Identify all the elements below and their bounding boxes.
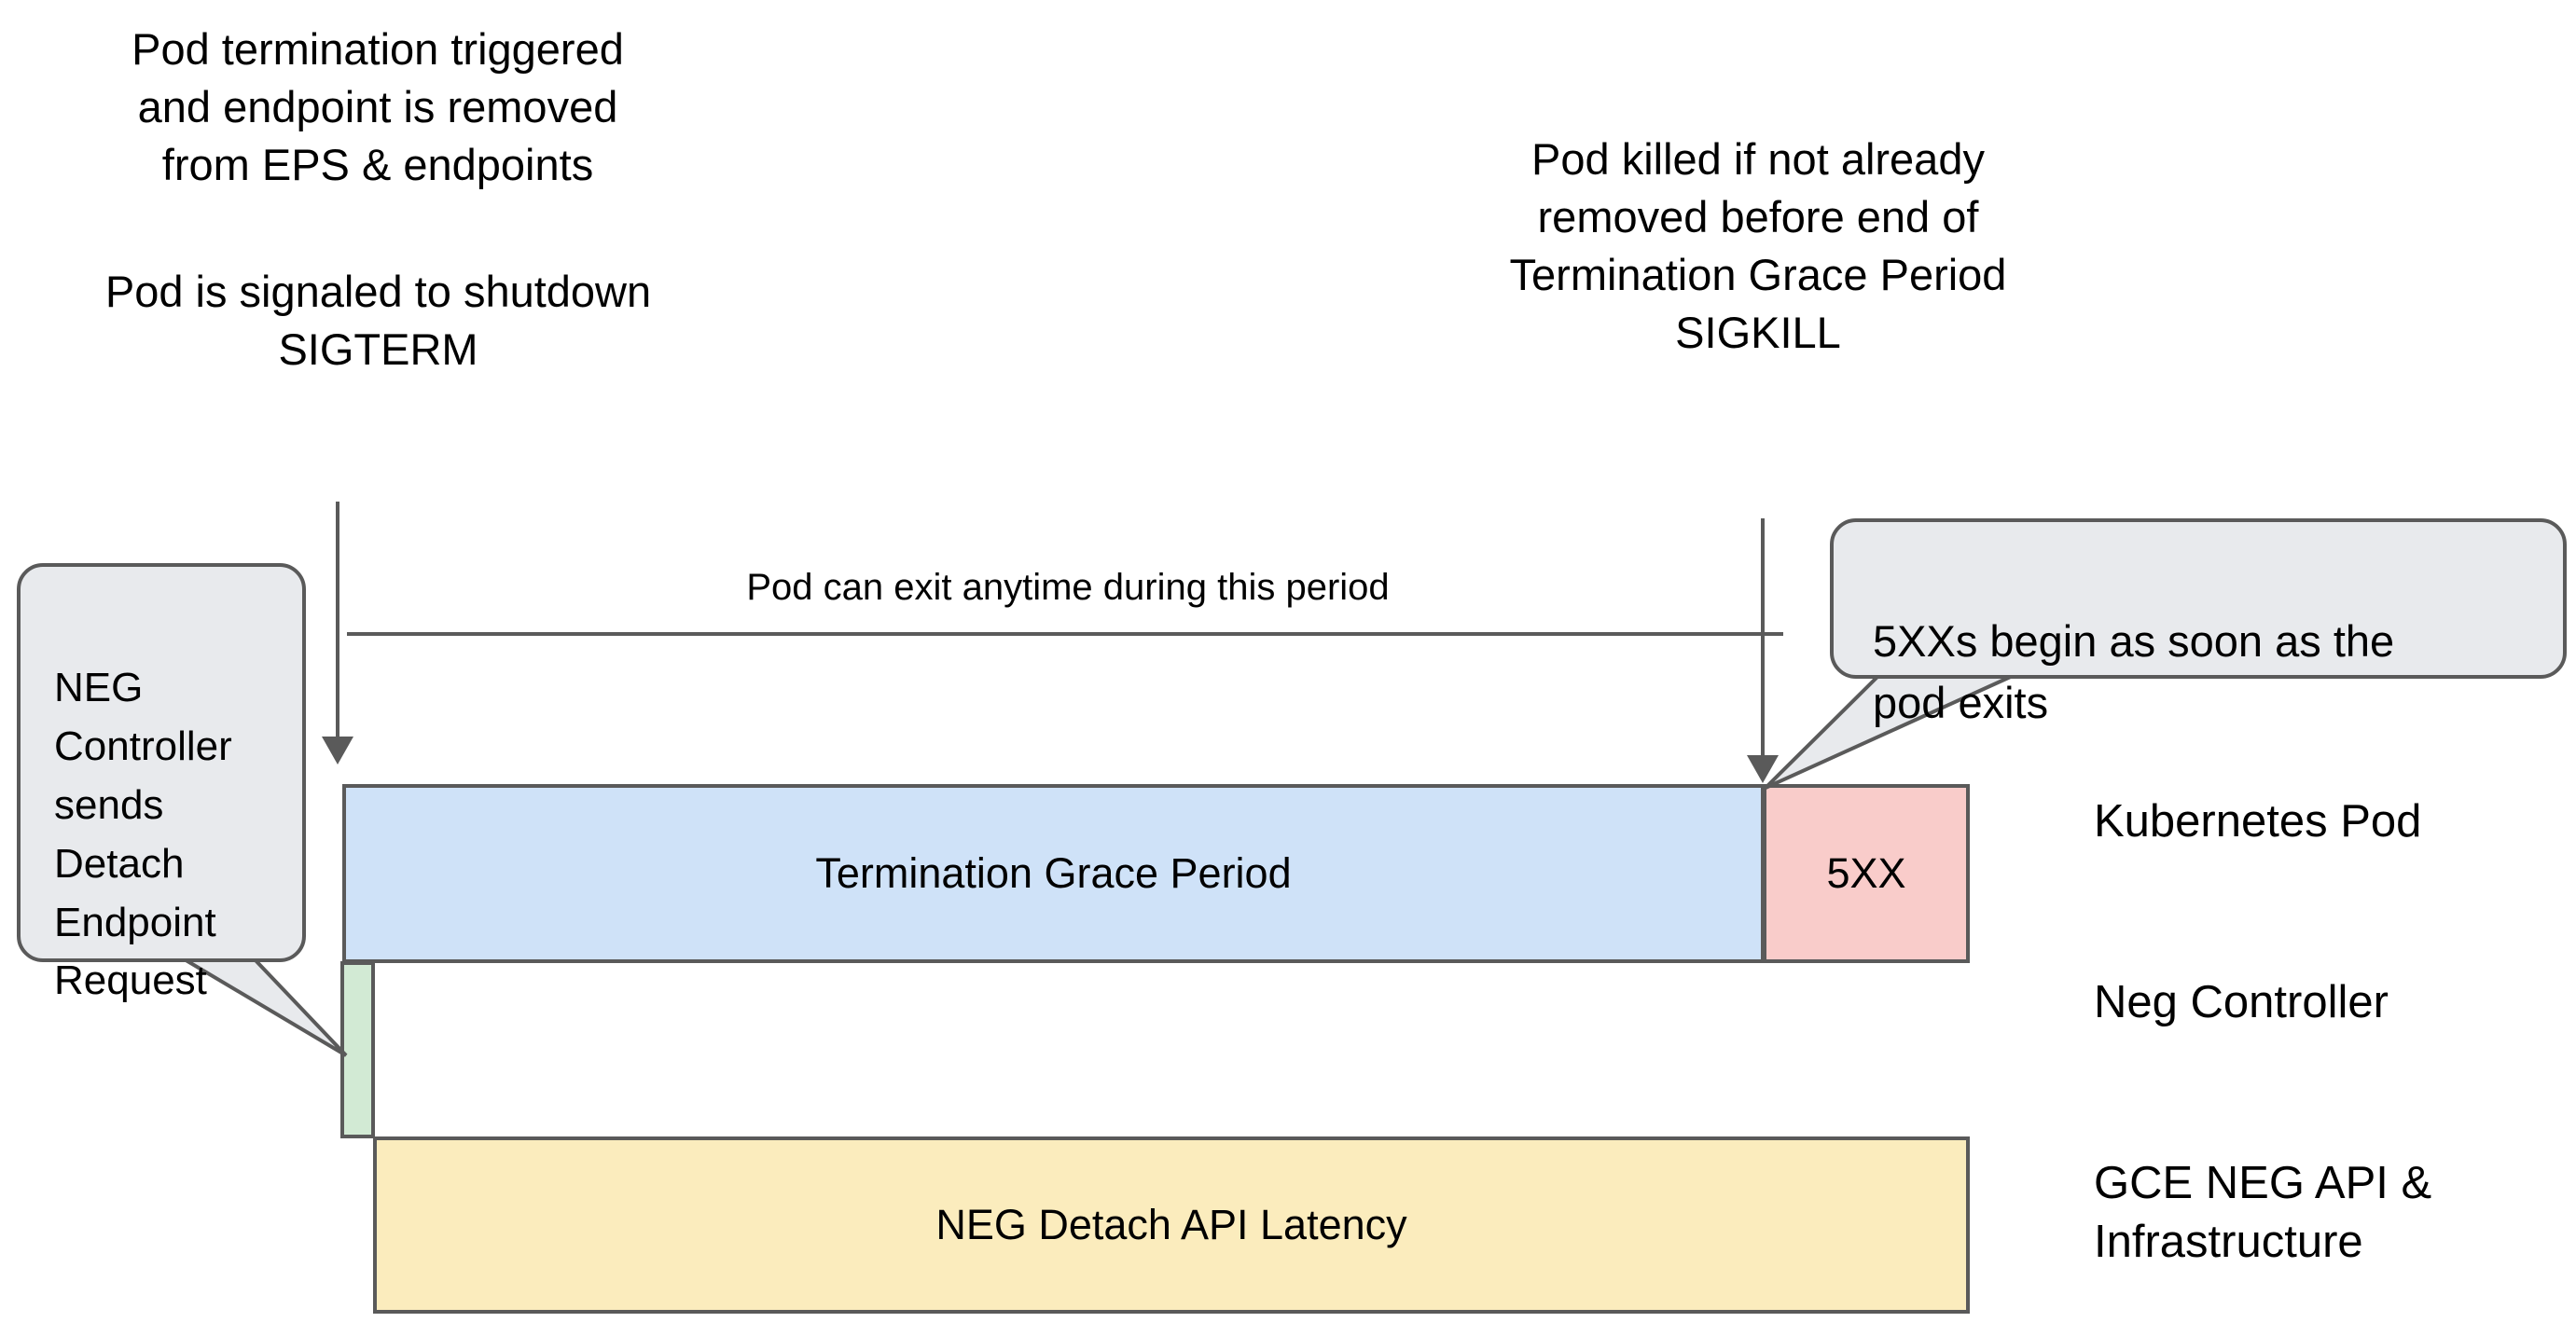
lane-label-neg-controller: Neg Controller — [2094, 977, 2389, 1027]
bar-termination-grace-period[interactable]: Termination Grace Period — [342, 784, 1765, 963]
callout-tail-neg-detach-request — [175, 957, 348, 1057]
callout-neg-detach-request-text: NEG Controller sends Detach Endpoint Req… — [54, 664, 232, 1004]
bar-neg-detach-window[interactable] — [340, 961, 375, 1138]
bar-5xx[interactable]: 5XX — [1763, 784, 1970, 963]
callout-5xx-begin[interactable]: 5XXs begin as soon as the pod exits — [1830, 518, 2567, 727]
note-pod-killed-sigkill: Pod killed if not already removed before… — [1509, 134, 2007, 358]
bar-5xx-label: 5XX — [1826, 849, 1906, 897]
callout-5xx-begin-text: 5XXs begin as soon as the pod exits — [1873, 615, 2395, 728]
bar-neg-detach-api-latency-label: NEG Detach API Latency — [935, 1201, 1407, 1248]
bar-termination-grace-period-label: Termination Grace Period — [815, 849, 1292, 897]
note-pod-termination-triggered: Pod termination triggered and endpoint i… — [132, 24, 624, 190]
termination-start-line — [336, 502, 339, 738]
pod-exit-span-line — [347, 632, 1783, 636]
down-arrow-icon — [322, 737, 353, 764]
callout-neg-detach-request[interactable]: NEG Controller sends Detach Endpoint Req… — [17, 563, 306, 1003]
lane-label-kubernetes-pod: Kubernetes Pod — [2094, 796, 2422, 847]
pod-exit-span-label: Pod can exit anytime during this period — [746, 567, 1390, 608]
lane-label-gce-neg-api: GCE NEG API & Infrastructure — [2094, 1158, 2432, 1267]
note-pod-signaled-sigterm: Pod is signaled to shutdown SIGTERM — [104, 267, 652, 375]
bar-neg-detach-api-latency[interactable]: NEG Detach API Latency — [373, 1136, 1970, 1314]
grace-period-end-line — [1761, 518, 1765, 757]
down-arrow-icon — [1747, 755, 1779, 783]
